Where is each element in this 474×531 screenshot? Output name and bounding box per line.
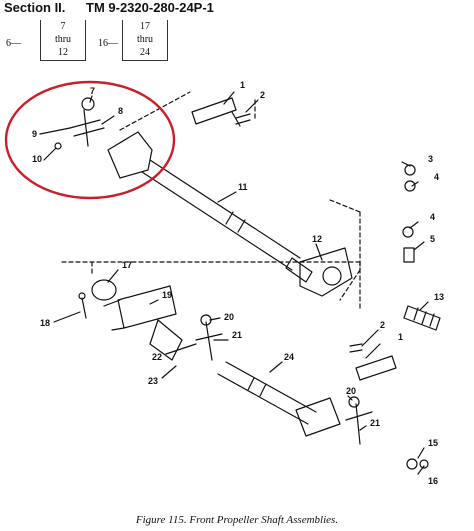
front-shaft-tube	[141, 159, 301, 271]
slip-yoke	[117, 285, 177, 329]
upper-frame-dashed	[119, 91, 361, 301]
index-box-1-bottom: 12	[58, 47, 68, 58]
index-lead-1: 6—	[6, 38, 21, 49]
callout-7: 7	[90, 86, 95, 96]
callout-2: 2	[260, 90, 265, 100]
bracket-lower	[355, 355, 397, 381]
lower-u-joint	[195, 321, 223, 361]
callout-10: 10	[32, 154, 42, 164]
bolt-18-head	[78, 292, 86, 300]
bolt-lower	[349, 343, 363, 353]
callout-5: 5	[430, 234, 435, 244]
callout-11: 11	[238, 182, 248, 192]
bearing-cap-7	[81, 97, 95, 111]
callout-15: 15	[428, 438, 438, 448]
callout-21b: 21	[370, 418, 380, 428]
index-box-1: 7 thru 12	[40, 20, 86, 61]
upper-yoke	[107, 131, 153, 179]
callout-23: 23	[148, 376, 158, 386]
index-box-2-bottom: 24	[140, 47, 150, 58]
section-heading: Section II.	[4, 0, 66, 15]
index-box-2: 17 thru 24	[122, 20, 168, 61]
nut-15	[406, 458, 418, 470]
washer-10	[54, 142, 62, 150]
bolt-5	[403, 247, 415, 263]
callout-8: 8	[118, 106, 123, 116]
bolt-upper	[231, 111, 251, 127]
leader-lines	[39, 91, 429, 475]
callout-12: 12	[312, 234, 322, 244]
u-joint-cross	[69, 109, 105, 147]
spline-end	[285, 257, 313, 283]
index-box-1-top: 7	[60, 21, 66, 32]
callout-19: 19	[162, 290, 172, 300]
nut-4	[404, 180, 416, 192]
callout-18: 18	[40, 318, 50, 328]
callout-1: 1	[240, 80, 245, 90]
highlight-circle	[4, 80, 176, 200]
rear-u-joint	[345, 403, 373, 445]
bearing-cap-20b	[348, 396, 360, 408]
lower-yoke	[149, 319, 183, 361]
rear-shaft-band	[247, 377, 267, 397]
center-bearing	[299, 247, 353, 297]
callout-16: 16	[428, 476, 438, 486]
bracket-upper	[191, 97, 237, 125]
figure-caption: Figure 115. Front Propeller Shaft Assemb…	[135, 514, 339, 526]
callout-2b: 2	[380, 320, 385, 330]
bolt-13-thread	[413, 307, 435, 327]
nut-3	[404, 164, 416, 176]
callout-24: 24	[284, 352, 294, 362]
center-bearing-race	[322, 266, 342, 286]
callout-3: 3	[428, 154, 433, 164]
index-box-2-mid: thru	[136, 34, 154, 45]
index-box-1-mid: thru	[54, 34, 72, 45]
lower-frame-dashed	[61, 261, 361, 311]
callout-20: 20	[224, 312, 234, 322]
callout-17: 17	[122, 260, 132, 270]
nut-16	[419, 459, 429, 469]
callout-1b: 1	[398, 332, 403, 342]
callout-4b: 4	[430, 212, 435, 222]
slip-yoke-tip	[103, 299, 125, 331]
index-lead-2: 16—	[98, 38, 118, 49]
shaft-band	[225, 211, 246, 233]
index-box-2-top: 17	[140, 21, 150, 32]
bolt-13	[403, 305, 441, 331]
callout-22: 22	[152, 352, 162, 362]
bolt-18	[81, 297, 87, 319]
dust-boot	[91, 279, 117, 301]
callout-9: 9	[32, 129, 37, 139]
nut-4b	[402, 226, 414, 238]
rear-shaft-tube	[217, 361, 317, 425]
tm-number: TM 9-2320-280-24P-1	[86, 0, 214, 15]
callout-13: 13	[434, 292, 444, 302]
callout-20b: 20	[346, 386, 356, 396]
callout-4a: 4	[434, 172, 439, 182]
rear-yoke	[295, 397, 341, 437]
callout-21: 21	[232, 330, 242, 340]
